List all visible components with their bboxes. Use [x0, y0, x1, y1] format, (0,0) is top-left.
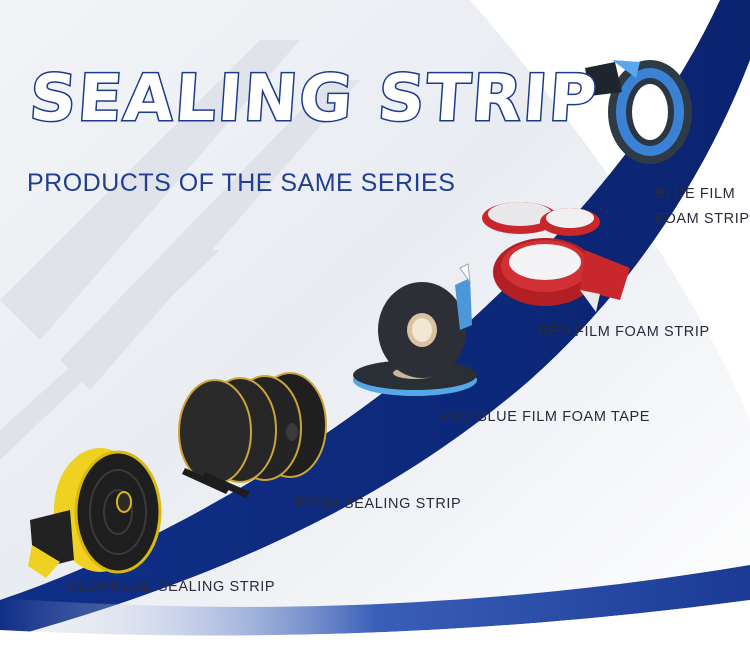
blue-swoosh — [0, 0, 750, 640]
neoprene-sealing-strip-label: NEOPRENE SEALING STRIP — [67, 579, 276, 595]
red-film-foam-rolls-icon — [482, 202, 630, 312]
banner-subtitle: PRODUCTS OF THE SAME SERIES — [27, 169, 456, 197]
neoprene-strip-rolls-icon — [28, 448, 162, 578]
epdm-sealing-strip-label: EPDM SEALING STRIP — [295, 496, 462, 512]
bottom-swoosh — [0, 565, 750, 636]
pvc-blue-film-foam-tape-label: PVC BLUE FILM FOAM TAPE — [441, 409, 651, 425]
blue-film-foam-roll-icon — [585, 60, 692, 164]
pvc-foam-tape-rolls-icon — [353, 263, 477, 396]
bottom-white — [0, 600, 750, 663]
blue-film-label-line2: FOAM STRIP — [655, 211, 750, 227]
epdm-strip-rolls-icon — [178, 372, 327, 498]
blue-film-foam-strip-label: BLUE FILM FOAM STRIP — [655, 182, 750, 232]
red-film-foam-strip-label: RED FILM FOAM STRIP — [538, 324, 710, 340]
banner-title: SEALING STRIP — [26, 61, 602, 138]
light-shadows — [0, 40, 360, 460]
blue-film-label-line1: BLUE FILM — [655, 186, 736, 202]
